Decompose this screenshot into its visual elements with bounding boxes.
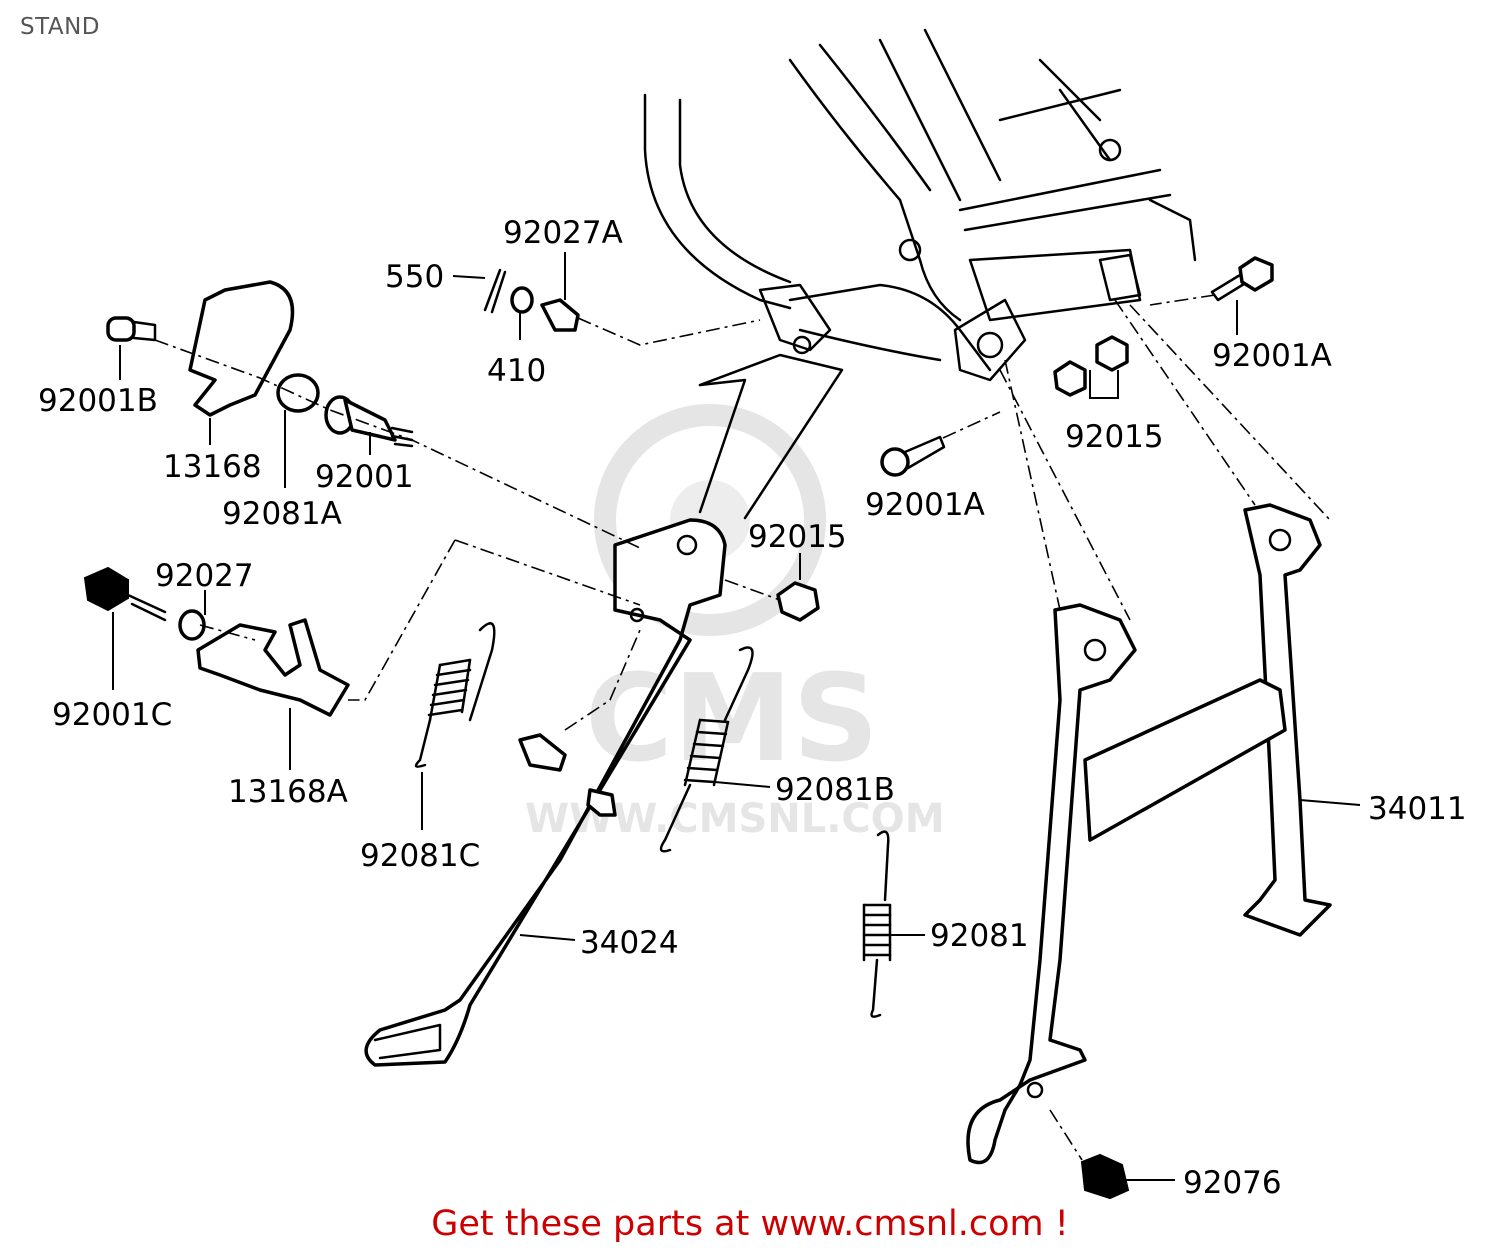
page-title: STAND [20, 14, 101, 40]
callout-13168A: 13168A [228, 774, 348, 810]
collar-92027 [178, 609, 206, 641]
callout-550: 550 [385, 259, 444, 295]
nut-92015-frame-b [1095, 335, 1129, 372]
bolt-92001A-left [880, 435, 946, 477]
spring-92081 [862, 830, 892, 1018]
watermark-brand: CMS [585, 650, 879, 789]
bracket-13168 [188, 280, 295, 417]
bracket-13168A [196, 618, 350, 717]
callout-labels: 92027A 550 410 92001B 13168 92001 92081A… [38, 215, 1467, 1201]
watermark-logo-icon [594, 404, 826, 636]
callout-92001A-left: 92001A [865, 487, 985, 523]
callout-92081: 92081 [930, 918, 1029, 954]
collar-92027A [540, 298, 580, 332]
callout-92001: 92001 [315, 459, 414, 495]
callout-34024: 34024 [580, 925, 679, 961]
footer-link[interactable]: www.cmsnl.com [760, 1204, 1044, 1244]
hardware-parts [83, 256, 1274, 1200]
callout-92001C: 92001C [52, 697, 172, 733]
callout-92015-side: 92015 [748, 519, 847, 555]
callout-lines [112, 252, 1361, 1181]
leader-lines [154, 294, 1331, 1161]
rubber-92076 [1080, 1153, 1130, 1200]
bolt-92001C [83, 566, 167, 622]
callout-92081C: 92081C [360, 838, 480, 874]
collar-92081A [276, 373, 320, 413]
callout-92001B: 92001B [38, 383, 158, 419]
callout-13168: 13168 [163, 449, 262, 485]
callout-92027: 92027 [155, 558, 254, 594]
footer-prefix: Get these parts at [431, 1204, 761, 1244]
spring-92081B [659, 646, 754, 853]
callout-92081A: 92081A [222, 496, 342, 532]
pin-side-stand-b [586, 788, 617, 817]
callout-92081B: 92081B [775, 772, 895, 808]
nut-92015-side [776, 581, 820, 622]
pin-side-stand-a [518, 733, 567, 772]
bolt-92001B [106, 316, 157, 342]
spring-92081C [414, 622, 496, 768]
frame-drawing [643, 28, 1197, 382]
springs [414, 622, 892, 1018]
center-stand-34011 [966, 503, 1332, 1165]
cotter-pin-550 [483, 268, 507, 314]
bolt-92001A-right [1210, 256, 1274, 302]
nut-92015-frame-a [1053, 360, 1087, 397]
side-stand-34024 [364, 353, 844, 1067]
callout-410: 410 [487, 353, 546, 389]
callout-92001A-right: 92001A [1212, 338, 1332, 374]
callout-92027A: 92027A [503, 215, 623, 251]
washer-410 [510, 286, 534, 314]
footer-promo: Get these parts at www.cmsnl.com ! [0, 1204, 1500, 1244]
callout-92076: 92076 [1183, 1165, 1282, 1201]
callout-34011: 34011 [1368, 791, 1467, 827]
footer-suffix: ! [1043, 1204, 1069, 1244]
callout-92015-frame: 92015 [1065, 419, 1164, 455]
